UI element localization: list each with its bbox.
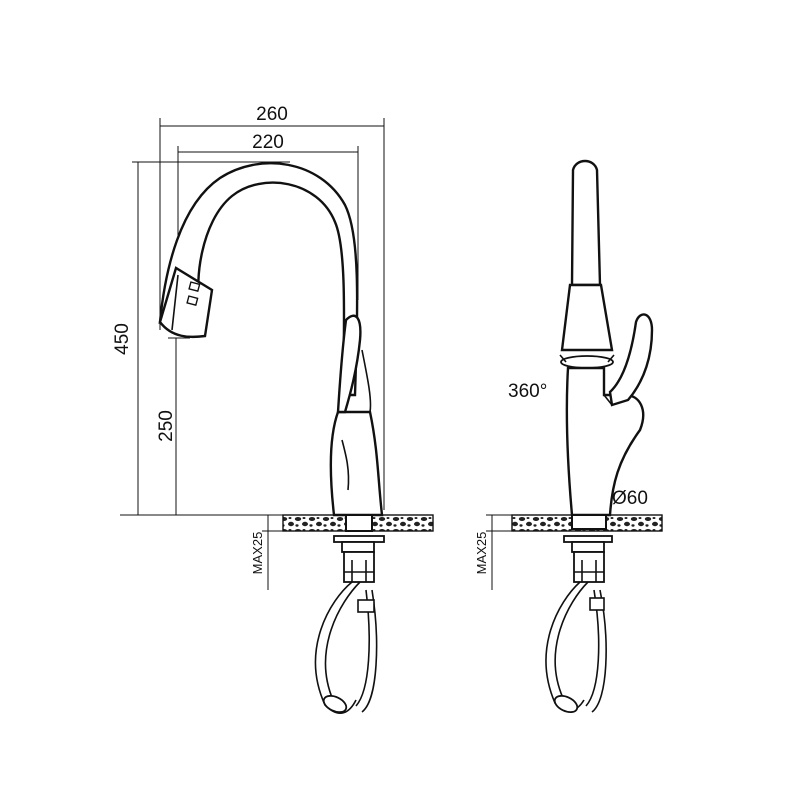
- label-rotation: 360°: [508, 381, 547, 402]
- pull-out-hose: [314, 581, 378, 714]
- handle-lever-side: [608, 313, 654, 407]
- hose-connector: [357, 599, 375, 613]
- body-contour: [341, 439, 350, 491]
- faucet-body: [329, 410, 384, 517]
- mounting-shank: [333, 535, 385, 583]
- dimension-height-body: 250: [156, 337, 190, 515]
- hose-guide: [361, 349, 372, 413]
- spray-head-side: [560, 283, 614, 352]
- front-view: 260 220 450 250: [112, 104, 434, 714]
- dimension-max-thickness-front: MAX25: [250, 515, 300, 590]
- label-width-overall: 260: [256, 104, 288, 125]
- pull-out-hose-side: [545, 581, 607, 714]
- spout-side: [570, 159, 602, 287]
- faucet-body-side: [565, 366, 645, 517]
- side-view: 360° Ø60: [474, 159, 663, 714]
- label-max-thickness-front: MAX25: [250, 532, 265, 575]
- hose-connector-side: [589, 597, 605, 611]
- hose-weight-side: [553, 694, 579, 714]
- label-base-diameter: Ø60: [612, 488, 648, 509]
- dimension-height-overall: 450: [112, 161, 380, 516]
- spout: [158, 162, 359, 397]
- label-height-overall: 450: [112, 323, 133, 355]
- dimension-max-thickness-side: MAX25: [474, 514, 530, 590]
- dimension-width-overall: 260: [159, 104, 385, 510]
- label-width-spout: 220: [252, 132, 284, 153]
- base-flange: [345, 514, 373, 532]
- label-max-thickness-side: MAX25: [474, 532, 489, 575]
- handle-lever: [336, 314, 362, 414]
- mounting-shank-side: [563, 535, 613, 583]
- hose-weight: [322, 694, 348, 714]
- label-height-body: 250: [156, 410, 177, 442]
- base-flange-side: [571, 514, 607, 530]
- rotation-ring: [560, 355, 614, 369]
- spray-head-buttons: [171, 274, 201, 331]
